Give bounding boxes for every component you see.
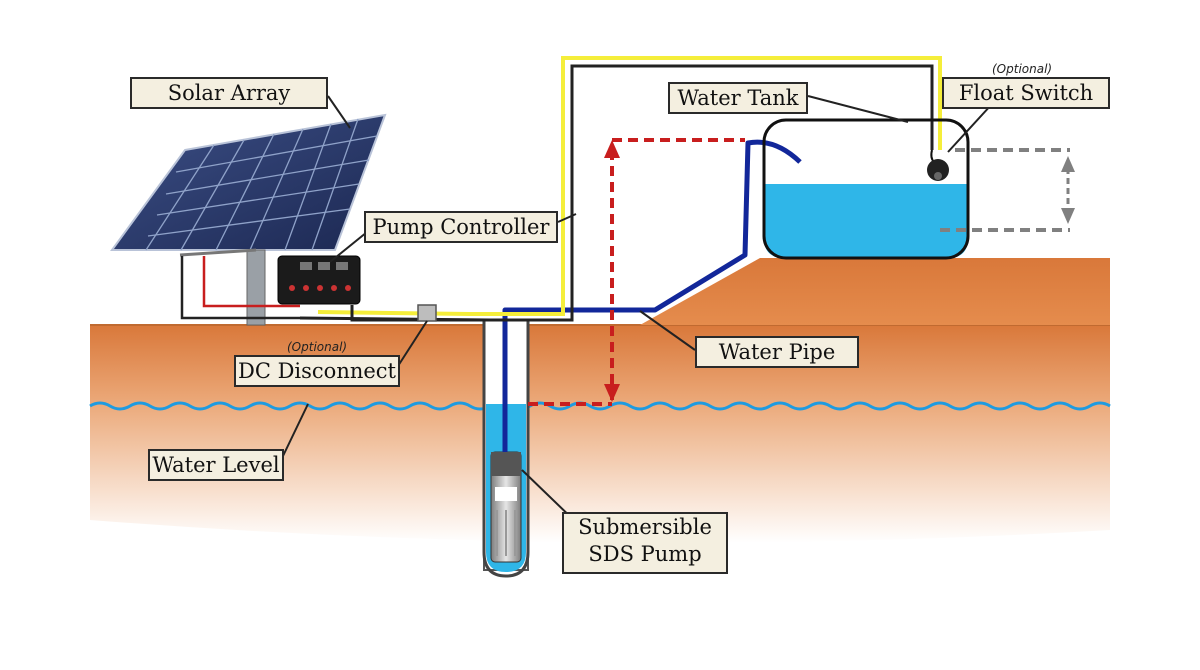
label-water-pipe: Water Pipe	[695, 336, 859, 368]
label-dc-disconnect: DC Disconnect	[234, 355, 400, 387]
label-submersible-pump: Submersible SDS Pump	[562, 512, 728, 574]
label-pump-line2: SDS Pump	[588, 542, 702, 566]
dc-disconnect-box	[417, 304, 437, 322]
water-pipe	[502, 139, 802, 452]
red-measure-lines	[528, 138, 745, 406]
pump-controller	[277, 255, 361, 305]
float-switch	[927, 149, 949, 181]
label-float-switch-optional: (Optional)	[992, 62, 1053, 76]
yellow-wire	[317, 56, 942, 316]
ground	[90, 258, 1110, 543]
gray-float-range	[940, 148, 1075, 232]
label-pump-line1: Submersible	[578, 515, 712, 539]
controller-wire	[350, 305, 490, 322]
label-solar-array: Solar Array	[130, 77, 328, 109]
tank-mound	[640, 258, 1110, 325]
water-level-wave	[89, 401, 1111, 411]
water-tank	[762, 118, 970, 260]
label-pump-controller: Pump Controller	[364, 211, 558, 243]
label-water-level: Water Level	[148, 449, 284, 481]
label-dc-disconnect-optional: (Optional)	[287, 340, 348, 354]
submersible-pump	[490, 451, 522, 563]
label-water-tank: Water Tank	[668, 82, 808, 114]
label-float-switch: Float Switch	[942, 77, 1110, 109]
solar-array	[110, 113, 387, 326]
